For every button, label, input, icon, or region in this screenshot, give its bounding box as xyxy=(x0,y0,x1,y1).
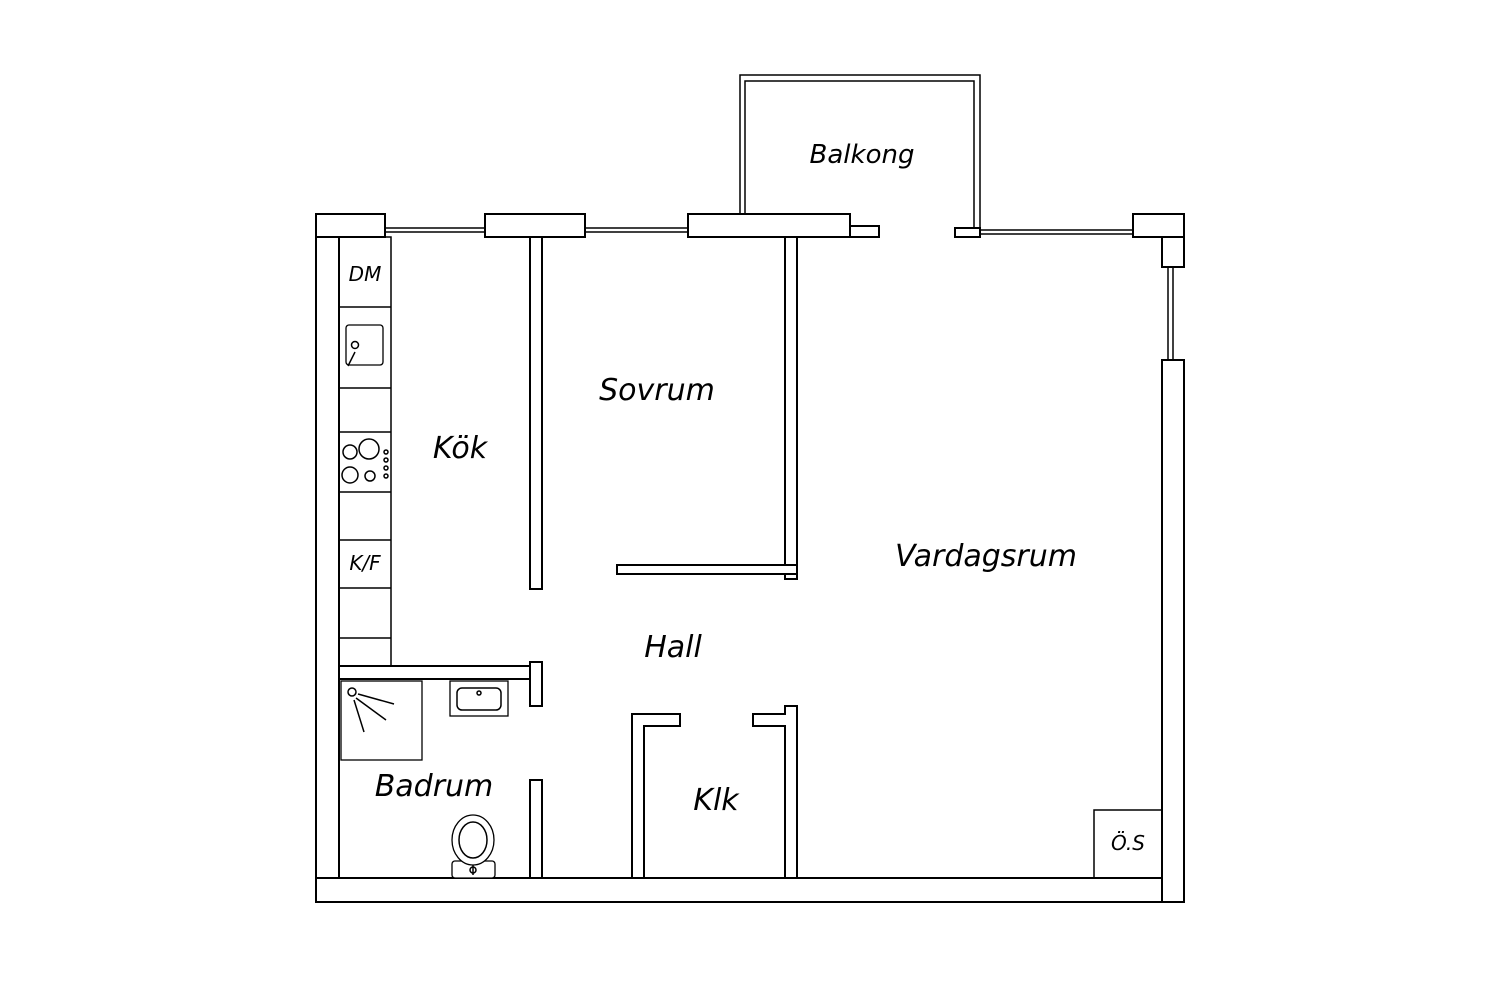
window-sovrum xyxy=(585,227,688,233)
fixture-label-dm: DM xyxy=(349,262,382,286)
washbasin-icon xyxy=(449,680,509,717)
sink-icon xyxy=(345,324,384,367)
kitchen-counter xyxy=(338,236,392,667)
toilet-icon xyxy=(451,814,496,879)
interior-walls xyxy=(338,236,798,879)
shower-icon xyxy=(340,680,423,761)
room-label-sovrum: Sovrum xyxy=(599,373,715,408)
fixture-label-os: Ö.S xyxy=(1111,831,1145,855)
room-label-badrum: Badrum xyxy=(375,769,494,804)
room-label-kok: Kök xyxy=(433,431,489,466)
room-label-hall: Hall xyxy=(644,630,702,665)
os-box xyxy=(1093,809,1163,879)
exterior-walls xyxy=(315,213,1185,903)
room-label-klk: Klk xyxy=(693,783,740,818)
balcony xyxy=(739,74,981,230)
stove-icon xyxy=(341,438,389,484)
fixture-label-kf: K/F xyxy=(349,551,381,575)
windows xyxy=(385,227,1174,360)
window-vardagsrum-right xyxy=(1167,266,1174,360)
room-label-vardagsrum: Vardagsrum xyxy=(895,539,1077,574)
room-label-balkong: Balkong xyxy=(810,140,915,170)
window-kok xyxy=(385,227,485,233)
window-vardagsrum-top xyxy=(980,229,1133,235)
